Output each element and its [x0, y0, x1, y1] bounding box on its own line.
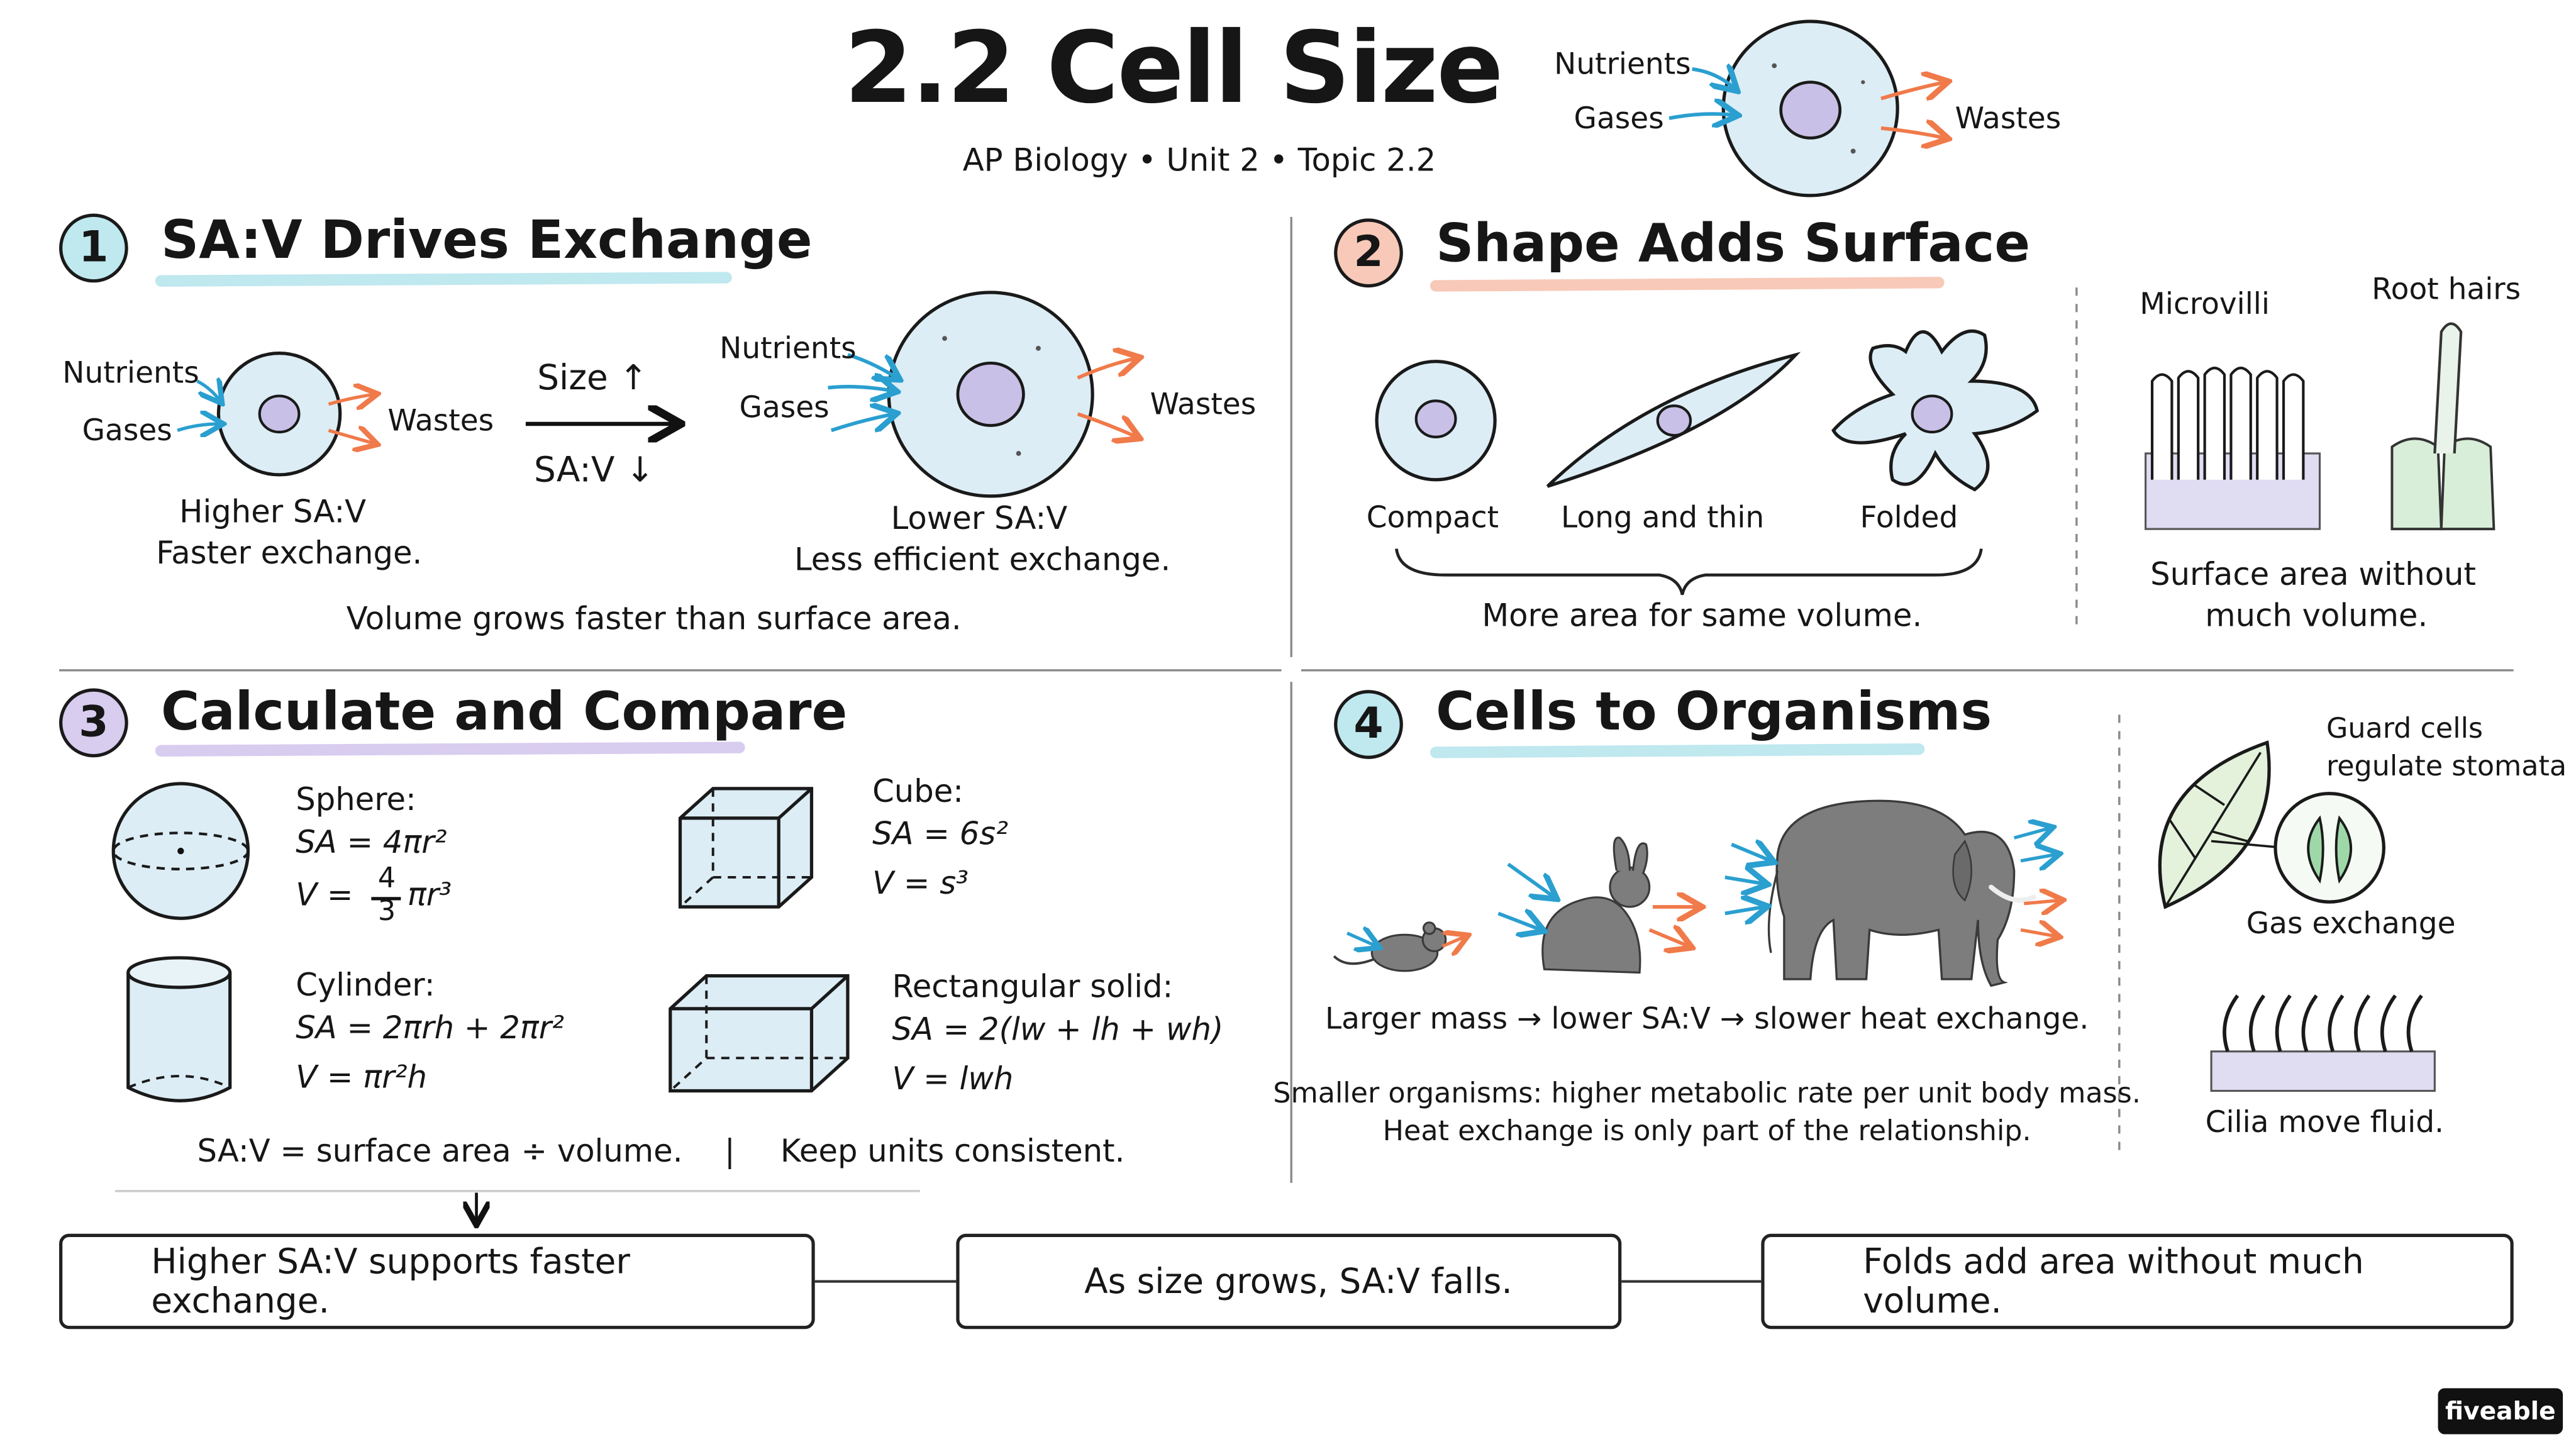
shapes-note: More area for same volume.: [1482, 597, 1923, 635]
section-1-number: 1: [59, 213, 128, 283]
footer-separator: |: [724, 1133, 735, 1170]
size-up-label: Size ↑: [537, 358, 648, 398]
cube-sa-formula: SA = 6s²: [872, 816, 1009, 853]
section-4-number: 4: [1334, 690, 1403, 759]
rect-solid-v-formula: V = lwh: [892, 1061, 1014, 1097]
cylinder-name: Cylinder:: [296, 967, 435, 1004]
large-cell-wastes-label: Wastes: [1150, 387, 1257, 423]
small-cell-nutrients-label: Nutrients: [62, 356, 199, 391]
fiveable-logo[interactable]: fiveable: [2438, 1388, 2563, 1435]
header-cell-icon: [1668, 19, 1945, 197]
summary-box-1: Higher SA:V supports faster exchange.: [59, 1233, 815, 1330]
units-note: Keep units consistent.: [780, 1133, 1125, 1170]
folded-cell: [1831, 329, 2040, 492]
header-wastes-label: Wastes: [1955, 101, 2062, 136]
cylinder-sa-formula: SA = 2πrh + 2πr²: [296, 1010, 565, 1047]
cilia-label: Cilia move fluid.: [2205, 1106, 2445, 1140]
rect-solid-icon: [669, 974, 850, 1093]
summary-box-3: Folds add area without much volume.: [1761, 1233, 2514, 1330]
guard-cell-icon: [2273, 792, 2385, 904]
sphere-name: Sphere:: [296, 782, 416, 818]
root-hairs-label: Root hairs: [2372, 272, 2521, 308]
summary-text-3: Folds add area without much volume.: [1863, 1241, 2364, 1321]
large-cell-caption-2: Less efficient exchange.: [794, 542, 1171, 579]
rect-solid-sa-formula: SA = 2(lw + lh + wh): [892, 1012, 1224, 1048]
section-3-number: 3: [59, 688, 128, 758]
underline-s2: [1430, 277, 1945, 292]
sphere-icon: [111, 782, 250, 920]
section-1-footer: Volume grows faster than surface area.: [346, 601, 962, 638]
underline-s1: [155, 272, 732, 287]
cube-v-formula: V = s³: [872, 865, 969, 902]
underline-s3: [155, 741, 745, 757]
microvilli-label: Microvilli: [2140, 287, 2270, 323]
large-cell: [828, 291, 1137, 498]
shape-long-thin-label: Long and thin: [1560, 501, 1765, 536]
summary-box-2: As size grows, SA:V falls.: [956, 1233, 1622, 1330]
section-2-number: 2: [1334, 218, 1403, 288]
shapes-brace: [1395, 548, 1983, 596]
section-1-heading: SA:V Drives Exchange: [161, 208, 813, 272]
small-cell: [177, 352, 374, 477]
sav-down-label: SA:V ↓: [533, 450, 655, 490]
small-cell-caption-1: Higher SA:V: [179, 494, 367, 531]
underline-s4: [1430, 743, 1925, 758]
guard-cells-label-1: Guard cells: [2326, 713, 2484, 746]
root-hair-icon: [2390, 322, 2496, 531]
metabolic-note-1: Smaller organisms: higher metabolic rate…: [1273, 1077, 2141, 1111]
elephant-icon: [1724, 799, 2060, 987]
metabolic-note-2: Heat exchange is only part of the relati…: [1382, 1115, 2031, 1148]
cube-icon: [678, 787, 814, 909]
rect-solid-name: Rectangular solid:: [892, 969, 1174, 1006]
summary-text-1: Higher SA:V supports faster exchange.: [151, 1241, 630, 1321]
summary-text-2: As size grows, SA:V falls.: [1084, 1262, 1513, 1301]
mass-note: Larger mass → lower SA:V → slower heat e…: [1324, 1002, 2089, 1037]
header-gases-label: Gases: [1574, 101, 1664, 136]
examples-note-1: Surface area without: [2150, 557, 2477, 594]
section-4-heading: Cells to Organisms: [1436, 680, 1992, 743]
microvilli-icon: [2145, 367, 2321, 530]
leaf-icon: [2158, 740, 2284, 909]
rabbit-icon: [1497, 836, 1699, 974]
sphere-frac-bar: [371, 897, 401, 900]
section-2-heading: Shape Adds Surface: [1436, 211, 2031, 275]
small-cell-wastes-label: Wastes: [387, 404, 494, 439]
sphere-sa-formula: SA = 4πr²: [296, 824, 447, 861]
sphere-v-suffix: πr³: [407, 877, 452, 914]
small-cell-gases-label: Gases: [82, 414, 172, 449]
mouse-icon: [1333, 921, 1465, 972]
cube-name: Cube:: [872, 774, 964, 810]
page-subtitle: AP Biology • Unit 2 • Topic 2.2: [962, 143, 1436, 179]
sphere-frac-num: 4: [377, 862, 396, 896]
examples-note-2: much volume.: [2205, 597, 2428, 635]
compact-cell: [1375, 360, 1497, 482]
gas-exchange-label: Gas exchange: [2246, 906, 2456, 941]
header-nutrients-label: Nutrients: [1554, 47, 1691, 82]
sav-definition: SA:V = surface area ÷ volume.: [197, 1133, 683, 1170]
sphere-v-prefix: V =: [296, 877, 353, 914]
shape-folded-label: Folded: [1860, 501, 1958, 536]
large-cell-gases-label: Gases: [739, 391, 830, 426]
long-thin-cell: [1546, 352, 1801, 488]
large-cell-nutrients-label: Nutrients: [719, 331, 857, 367]
page-title: 2.2 Cell Size: [844, 11, 1503, 127]
sphere-frac-den: 3: [377, 895, 396, 928]
cylinder-v-formula: V = πr²h: [296, 1059, 427, 1096]
small-cell-caption-2: Faster exchange.: [156, 535, 423, 572]
cilia-icon: [2210, 994, 2436, 1092]
guard-cells-label-2: regulate stomata: [2326, 750, 2567, 784]
cylinder-icon: [126, 956, 232, 1102]
large-cell-caption-1: Lower SA:V: [891, 501, 1068, 538]
panel-dividers: [59, 216, 2514, 1192]
shape-compact-label: Compact: [1366, 501, 1499, 536]
section-3-heading: Calculate and Compare: [161, 680, 848, 743]
